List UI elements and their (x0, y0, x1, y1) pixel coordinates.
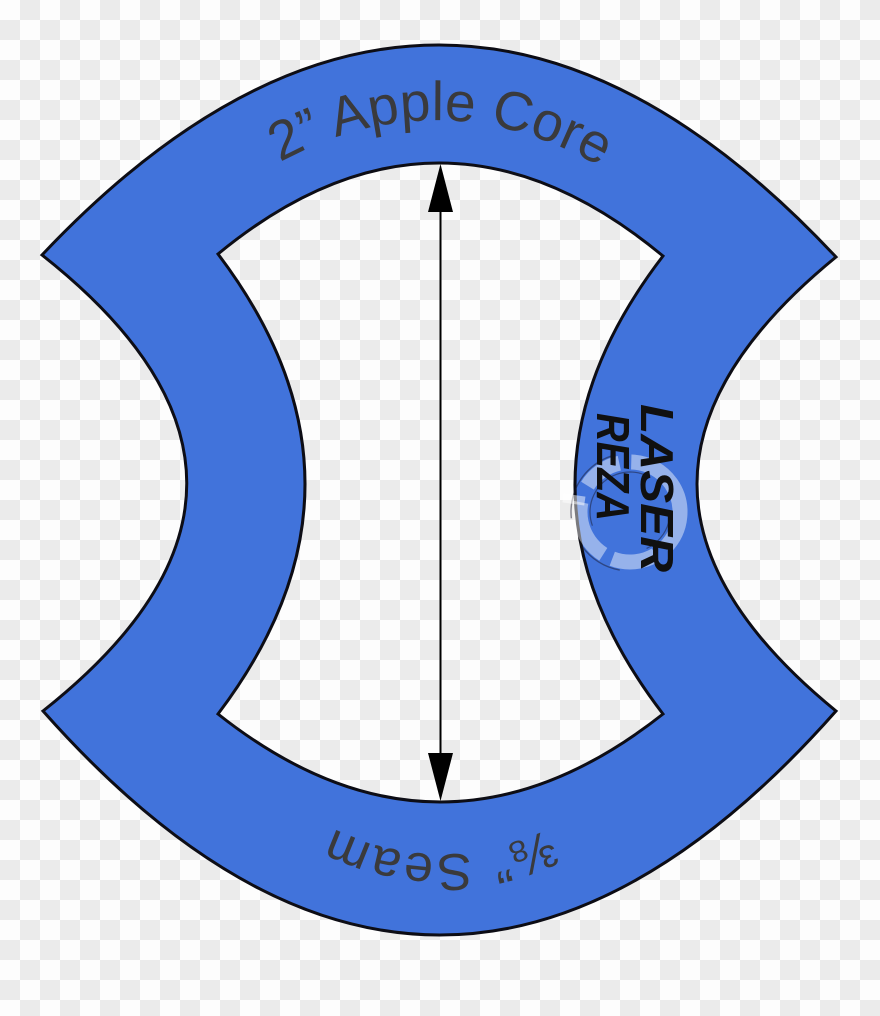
watermark-inner-arc (589, 471, 671, 553)
vertical-dimension-arrow-icon (428, 164, 453, 801)
dimension-arrow-bottom-head (428, 753, 453, 801)
watermark-tick-bar (562, 493, 586, 506)
watermark-brand-line2: LASER (631, 404, 683, 572)
dimension-arrow-top-head (428, 164, 453, 212)
reza-laser-watermark: REZA LASER (562, 404, 690, 572)
watermark-brand-line1: REZA (587, 413, 639, 521)
apple-core-shape (39, 43, 839, 937)
watermark-ring-segments (572, 454, 688, 570)
watermark-ring-ornament-icon (562, 452, 690, 572)
